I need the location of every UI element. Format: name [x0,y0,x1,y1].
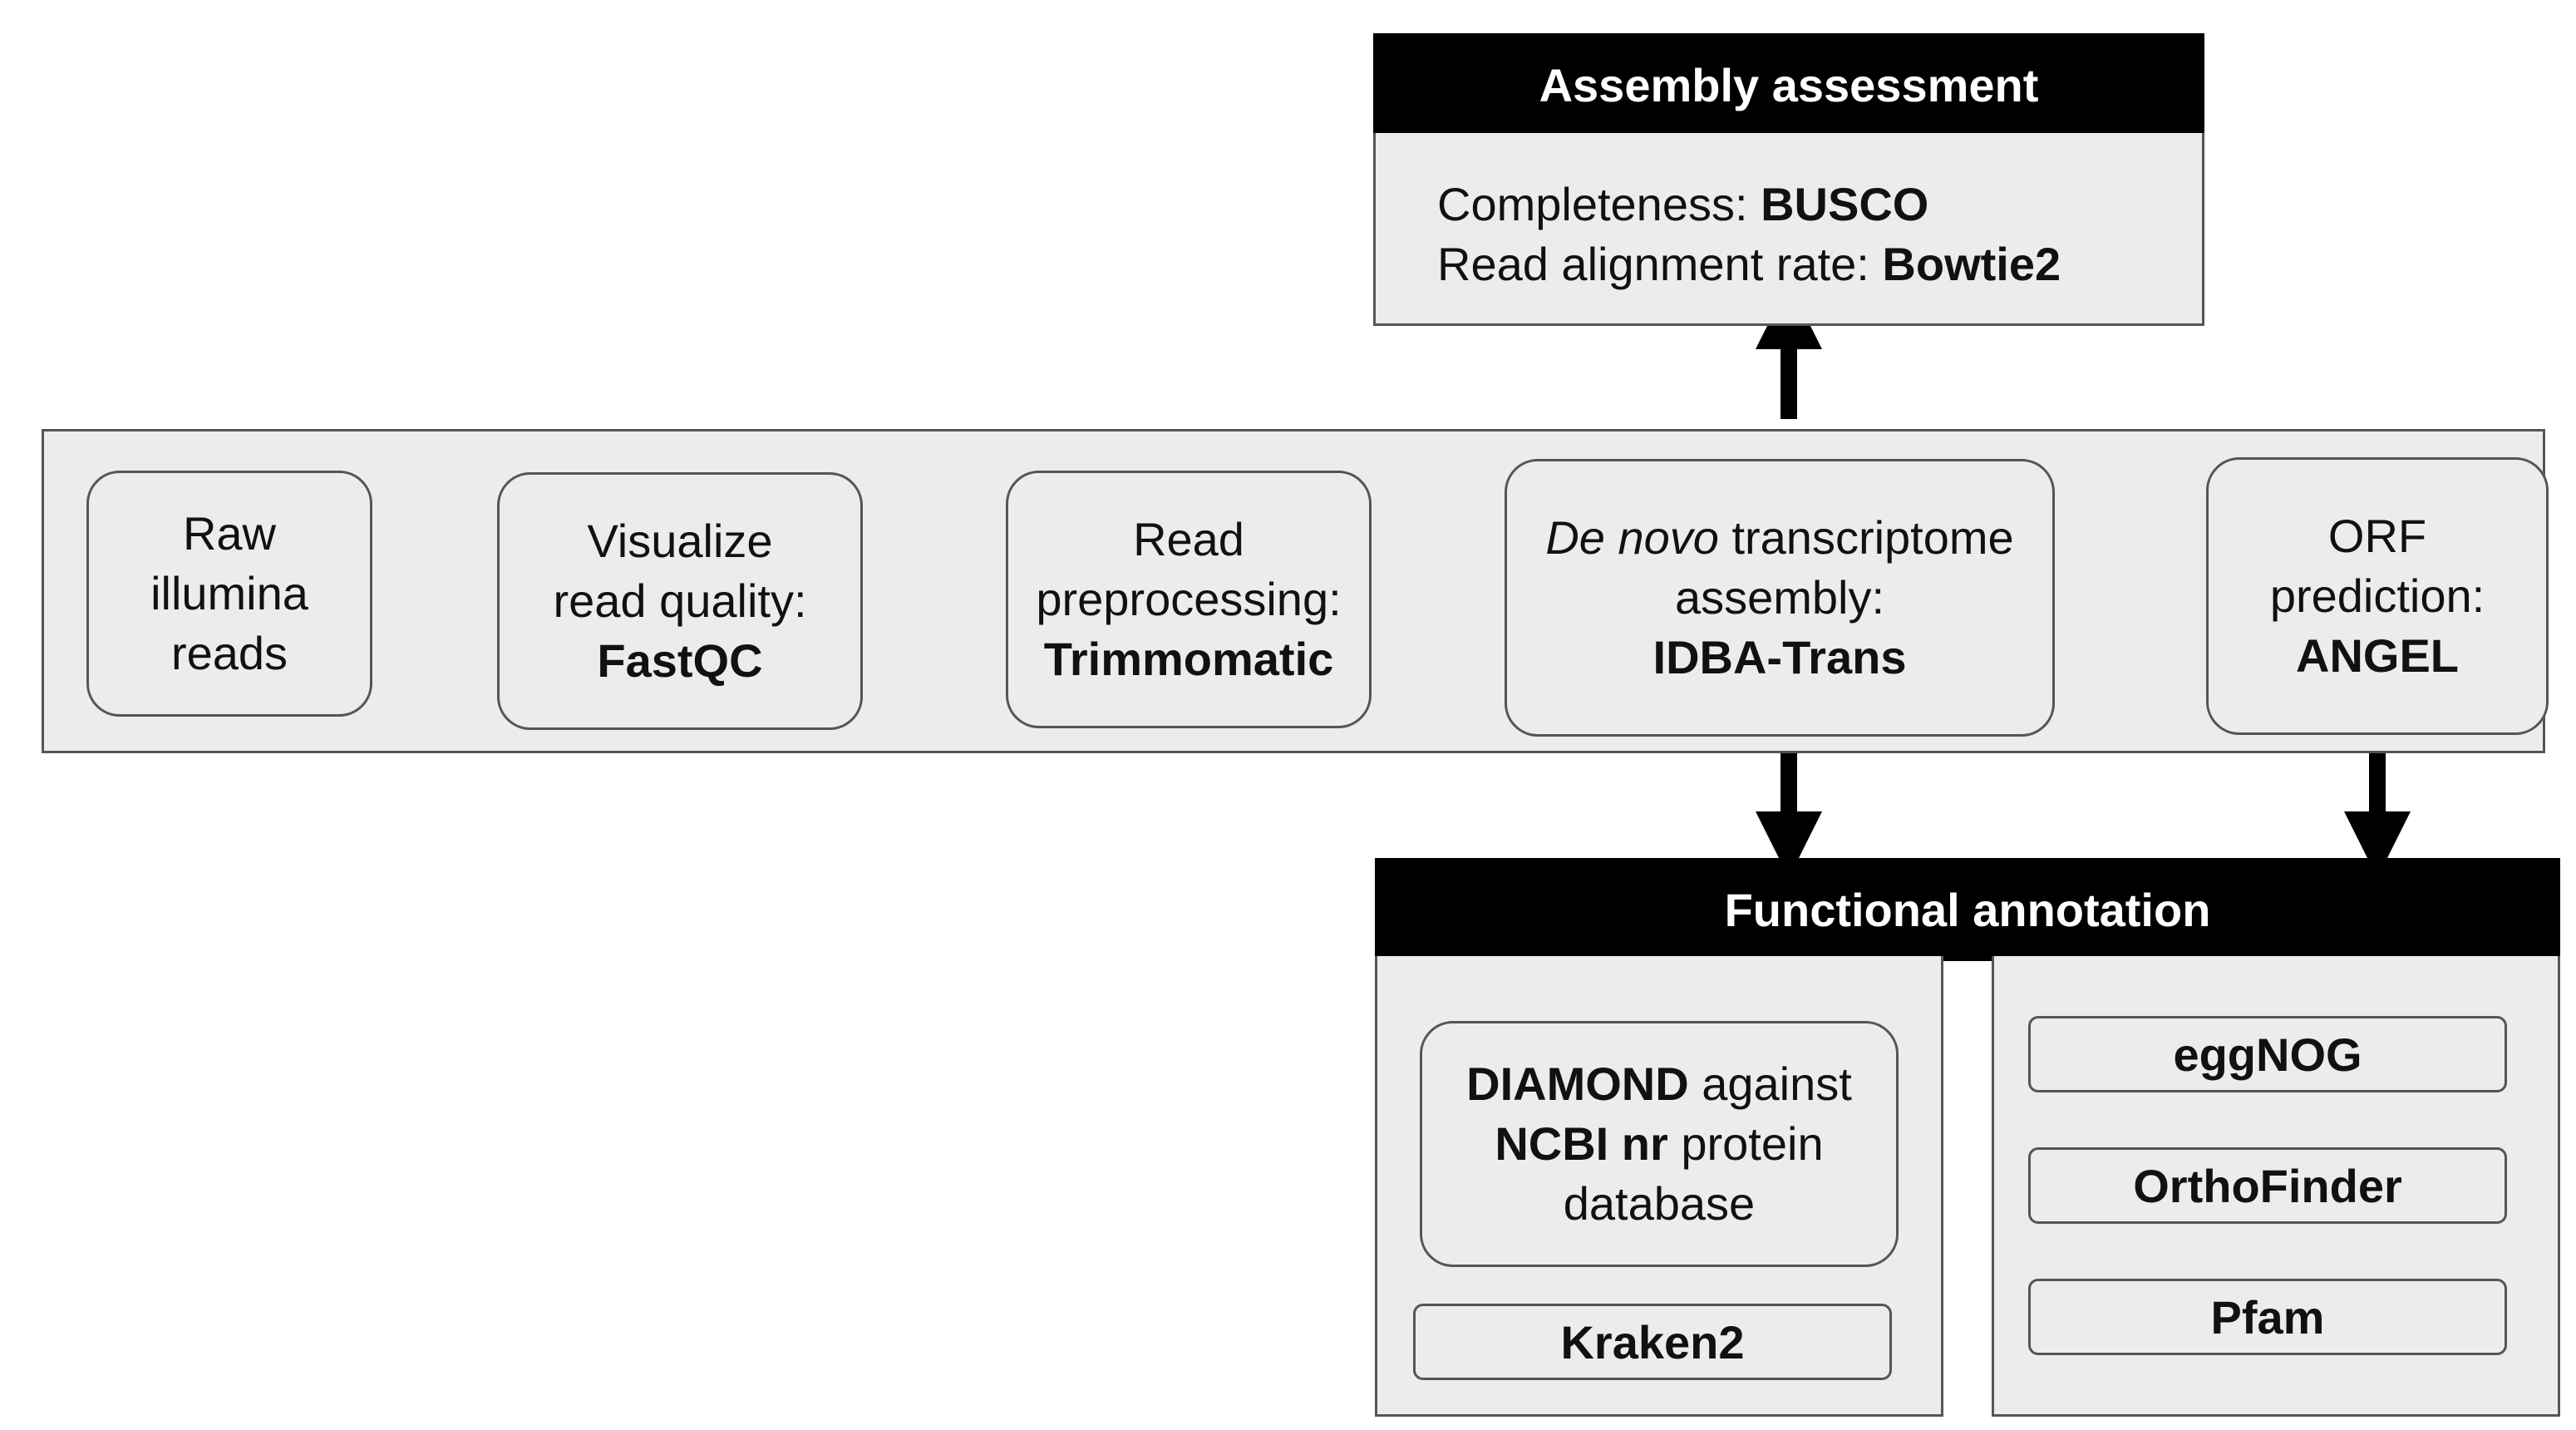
kraken2-box: Kraken2 [1413,1304,1892,1380]
trimmomatic-tool: Trimmomatic [1043,633,1334,685]
raw-reads-line-1: Raw [182,507,276,560]
eggnog-box: eggNOG [2028,1016,2507,1092]
diamond-line-3: database [1563,1177,1756,1230]
diamond-line-2: NCBI nr protein [1466,1114,1852,1174]
busco-tool: BUSCO [1761,178,1929,230]
fastqc-box: Visualize read quality: FastQC [497,472,863,730]
assessment-body: Completeness: BUSCO Read alignment rate:… [1373,133,2204,326]
raw-reads-line-3: reads [170,627,288,679]
assembly-tool: IDBA-Trans [1652,631,1907,683]
pfam-box: Pfam [2028,1279,2507,1355]
ncbi-nr-tool: NCBI nr [1495,1117,1668,1170]
diamond-text-2: protein [1667,1117,1824,1170]
diamond-text-1: against [1688,1058,1852,1110]
trimmomatic-line-2: preprocessing: [1036,573,1342,625]
trimmomatic-box: Read preprocessing: Trimmomatic [1006,471,1372,728]
fastqc-line-1: Visualize [587,515,773,567]
orf-line-2: prediction: [2269,570,2485,622]
diamond-box: DIAMOND against NCBI nr protein database [1420,1021,1899,1267]
fastqc-tool: FastQC [597,634,763,687]
bowtie2-tool: Bowtie2 [1882,238,2061,290]
diamond-tool: DIAMOND [1466,1058,1689,1110]
assembly-italic: De novo [1545,511,1719,564]
completeness-label: Completeness: [1437,178,1761,230]
orf-box: ORF prediction: ANGEL [2206,457,2549,735]
orf-tool: ANGEL [2296,629,2459,682]
fastqc-line-2: read quality: [553,574,807,627]
assessment-alignment: Read alignment rate: Bowtie2 [1437,234,2202,294]
raw-reads-line-2: illumina [150,567,308,619]
raw-reads-box: Raw illumina reads [86,471,372,717]
orthofinder-box: OrthoFinder [2028,1147,2507,1224]
assembly-box: De novo transcriptome assembly: IDBA-Tra… [1505,459,2055,737]
assessment-completeness: Completeness: BUSCO [1437,175,2202,234]
orf-line-1: ORF [2327,510,2427,562]
trimmomatic-line-1: Read [1133,513,1244,565]
assembly-rest: transcriptome [1718,511,2014,564]
assembly-line-1: De novo transcriptome [1545,508,2013,568]
annotation-header: Functional annotation [1375,858,2560,961]
diamond-line-1: DIAMOND against [1466,1054,1852,1114]
assembly-line-2: assembly: [1674,571,1885,624]
alignment-label: Read alignment rate: [1437,238,1883,290]
assessment-header: Assembly assessment [1373,33,2204,136]
